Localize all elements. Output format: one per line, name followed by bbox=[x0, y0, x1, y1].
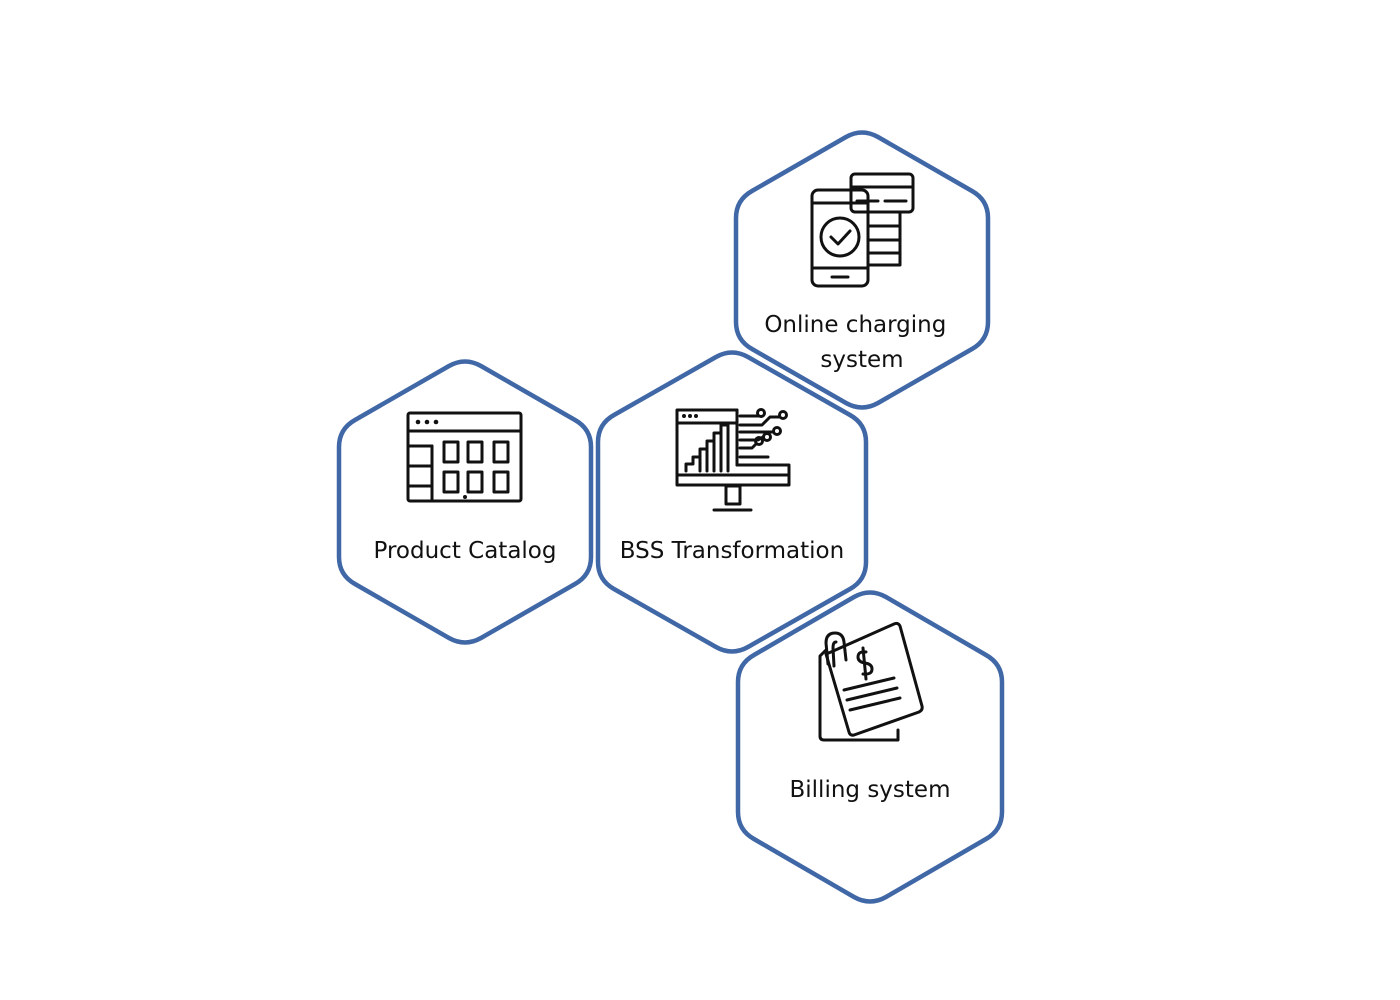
label-line: Billing system bbox=[790, 777, 951, 803]
node-billing: Billing system bbox=[735, 590, 1005, 904]
label-line: BSS Transformation bbox=[620, 538, 844, 564]
hexagon-billing bbox=[735, 590, 1005, 904]
mobile-card-payment-icon bbox=[810, 172, 915, 288]
catalog-grid-icon bbox=[406, 411, 523, 503]
node-online-charging: Online charging system bbox=[733, 130, 991, 410]
label-online-charging: Online charging system bbox=[764, 312, 953, 373]
hexagon-online-charging bbox=[733, 130, 991, 410]
label-product-catalog: Product Catalog bbox=[374, 538, 557, 564]
label-line: Online charging bbox=[764, 312, 946, 338]
monitor-chart-circuit-icon bbox=[675, 408, 791, 512]
hexagon-bss-transformation bbox=[595, 350, 869, 654]
label-line: system bbox=[820, 347, 903, 373]
invoice-dollar-icon bbox=[818, 621, 924, 742]
node-product-catalog: Product Catalog bbox=[336, 359, 594, 645]
label-billing: Billing system bbox=[790, 777, 951, 803]
label-bss-transformation: BSS Transformation bbox=[620, 538, 844, 564]
label-line: Product Catalog bbox=[374, 538, 557, 564]
node-bss-transformation: BSS Transformation bbox=[595, 350, 869, 654]
